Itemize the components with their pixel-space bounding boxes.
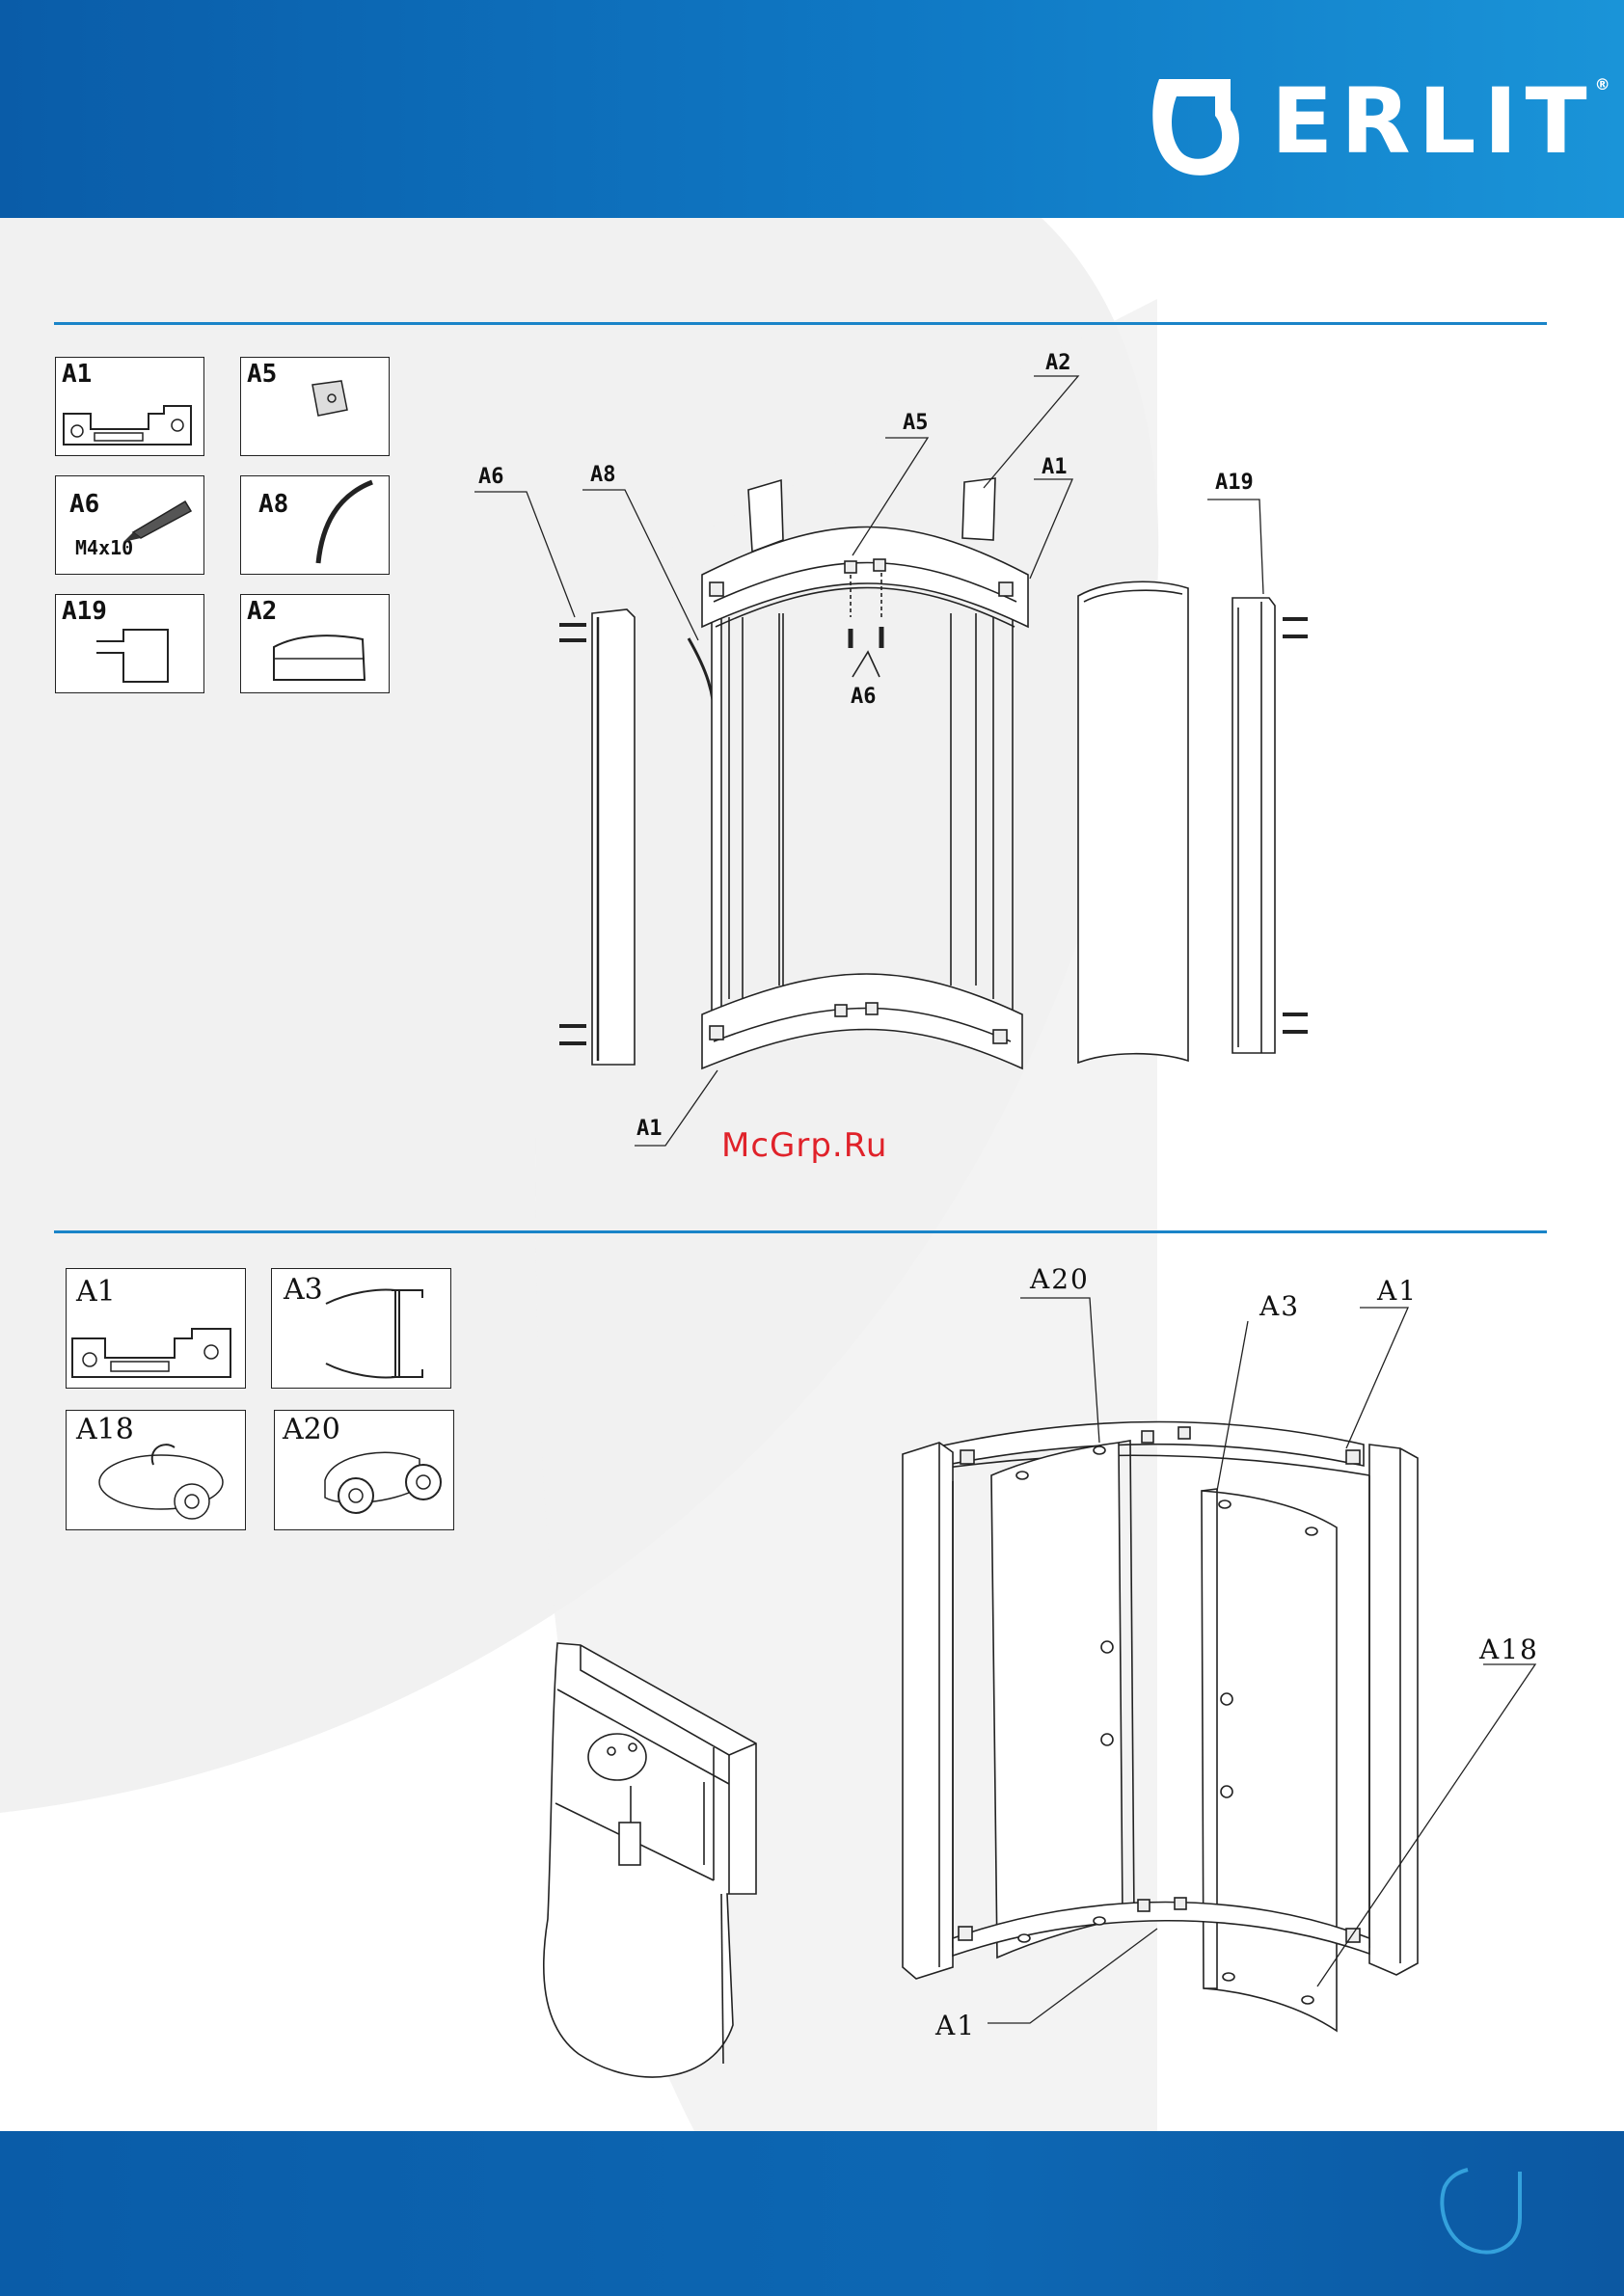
callout-a18: A18 — [1479, 1634, 1539, 1665]
callout-a1-top: A1 — [1377, 1275, 1418, 1307]
footer-band — [0, 2131, 1624, 2296]
callout-a20: A20 — [1030, 1263, 1090, 1295]
callout-a1-bottom: A1 — [935, 2010, 976, 2041]
callout-a3: A3 — [1259, 1290, 1300, 1322]
